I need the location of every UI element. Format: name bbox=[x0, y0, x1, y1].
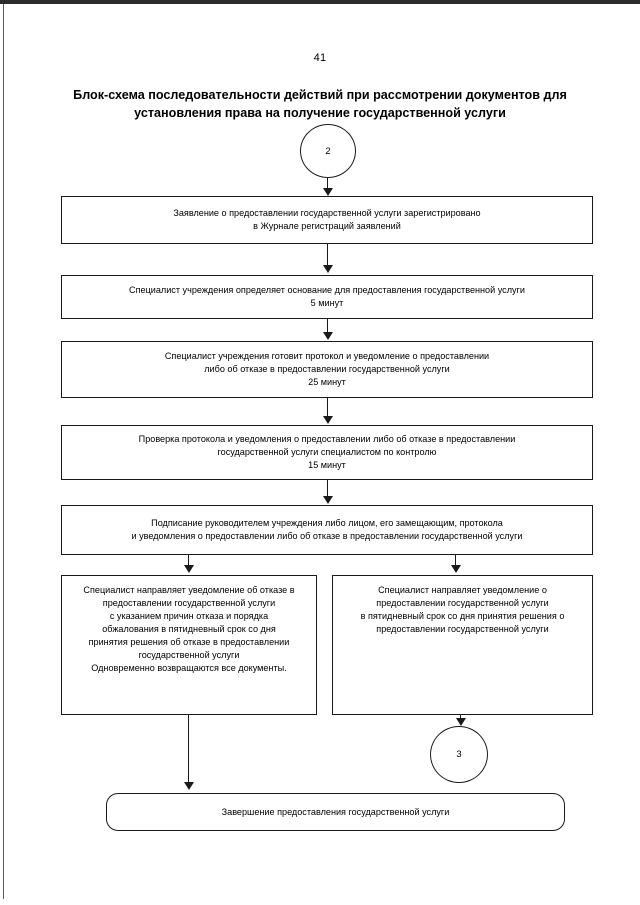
process-box-text: Специалист направляет уведомление о пред… bbox=[360, 585, 565, 634]
scan-top-band bbox=[0, 0, 640, 4]
process-box-approval-notification: Специалист направляет уведомление о пред… bbox=[332, 575, 593, 715]
flow-line-step5-to-approval bbox=[455, 555, 456, 567]
process-box-text: Проверка протокола и уведомления о предо… bbox=[138, 434, 516, 470]
terminator-box-text: Завершение предоставления государственно… bbox=[221, 806, 450, 817]
process-box-text: Подписание руководителем учреждения либо… bbox=[131, 518, 523, 541]
connector-circle-entry: 2 bbox=[300, 124, 356, 178]
flow-arrow-step1-to-step2 bbox=[323, 265, 333, 273]
page-number: 41 bbox=[313, 52, 327, 64]
flow-arrow-step5-to-refusal bbox=[184, 565, 194, 573]
process-box-refusal-notification: Специалист направляет уведомление об отк… bbox=[61, 575, 317, 715]
process-box-text: Заявление о предоставлении государственн… bbox=[173, 208, 481, 231]
terminator-box-completion: Завершение предоставления государственно… bbox=[106, 793, 565, 831]
flow-arrow-step3-to-step4 bbox=[323, 416, 333, 424]
flow-arrow-step4-to-step5 bbox=[323, 496, 333, 504]
flow-line-step1-to-step2 bbox=[327, 244, 328, 266]
scan-left-edge bbox=[3, 4, 4, 899]
process-box-application-registered: Заявление о предоставлении государственн… bbox=[61, 196, 593, 244]
process-box-text: Специалист учреждения определяет основан… bbox=[129, 285, 525, 308]
flow-arrow-entry-to-step1 bbox=[323, 188, 333, 196]
flow-arrow-refusal-to-completion bbox=[184, 782, 194, 790]
process-box-control-check: Проверка протокола и уведомления о предо… bbox=[61, 425, 593, 480]
flow-line-refusal-to-completion bbox=[188, 715, 189, 783]
process-box-prepare-protocol: Специалист учреждения готовит протокол и… bbox=[61, 341, 593, 398]
process-box-text: Специалист направляет уведомление об отк… bbox=[83, 585, 295, 673]
flow-arrow-step5-to-approval bbox=[451, 565, 461, 573]
process-box-head-signs: Подписание руководителем учреждения либо… bbox=[61, 505, 593, 555]
process-box-specialist-determines-basis: Специалист учреждения определяет основан… bbox=[61, 275, 593, 319]
flow-arrow-approval-to-exit bbox=[456, 718, 466, 726]
flow-line-step5-to-refusal bbox=[188, 555, 189, 567]
flow-line-step3-to-step4 bbox=[327, 398, 328, 418]
flow-line-entry-to-step1 bbox=[327, 178, 328, 189]
flow-arrow-step2-to-step3 bbox=[323, 332, 333, 340]
connector-circle-exit: 3 bbox=[430, 726, 488, 783]
process-box-text: Специалист учреждения готовит протокол и… bbox=[164, 351, 490, 387]
flow-line-step2-to-step3 bbox=[327, 319, 328, 334]
flow-line-step4-to-step5 bbox=[327, 480, 328, 498]
page-title: Блок-схема последовательности действий п… bbox=[73, 88, 567, 120]
